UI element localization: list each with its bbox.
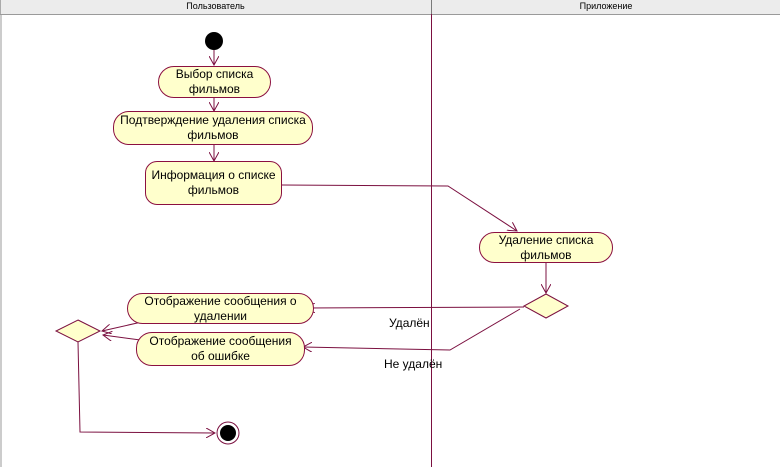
flow-decision-to-error-msg [303, 308, 521, 350]
activity-show-error-msg[interactable]: Отображение сообщения об ошибке [136, 332, 305, 366]
swimlane-header: Пользователь Приложение [0, 0, 780, 15]
decision-node-result [522, 293, 570, 319]
flow-merge-to-end [77, 341, 215, 433]
activity-show-error-msg-label: Отображение сообщения об ошибке [149, 334, 292, 363]
guard-label-not-deleted: Не удалён [384, 357, 443, 371]
header-left-edge [0, 0, 1, 14]
swimlane-title-user: Пользователь [186, 1, 245, 11]
flow-decision-to-deleted-msg [306, 307, 525, 308]
end-node [220, 425, 236, 441]
activity-list-info[interactable]: Информация о списке фильмов [145, 161, 282, 205]
activity-show-deleted-msg-label: Отображение сообщения о удалении [144, 293, 297, 323]
activity-confirm-delete[interactable]: Подтверждение удаления списка фильмов [113, 111, 313, 145]
flow-info-to-delete [281, 184, 517, 231]
swimlane-title-app: Приложение [579, 1, 633, 11]
start-node [205, 32, 223, 50]
merge-node [54, 319, 102, 343]
activity-list-info-label: Информация о списке фильмов [151, 168, 276, 197]
guard-label-deleted: Удалён [389, 316, 430, 330]
activity-select-list-label: Выбор списка фильмов [175, 67, 254, 96]
activity-delete-list-label: Удаление списка фильмов [498, 232, 594, 262]
activity-confirm-delete-label: Подтверждение удаления списка фильмов [120, 113, 306, 142]
activity-show-deleted-msg[interactable]: Отображение сообщения о удалении [127, 293, 314, 324]
header-divider [431, 0, 432, 14]
activity-select-list[interactable]: Выбор списка фильмов [158, 66, 271, 98]
activity-delete-list[interactable]: Удаление списка фильмов [479, 232, 613, 263]
